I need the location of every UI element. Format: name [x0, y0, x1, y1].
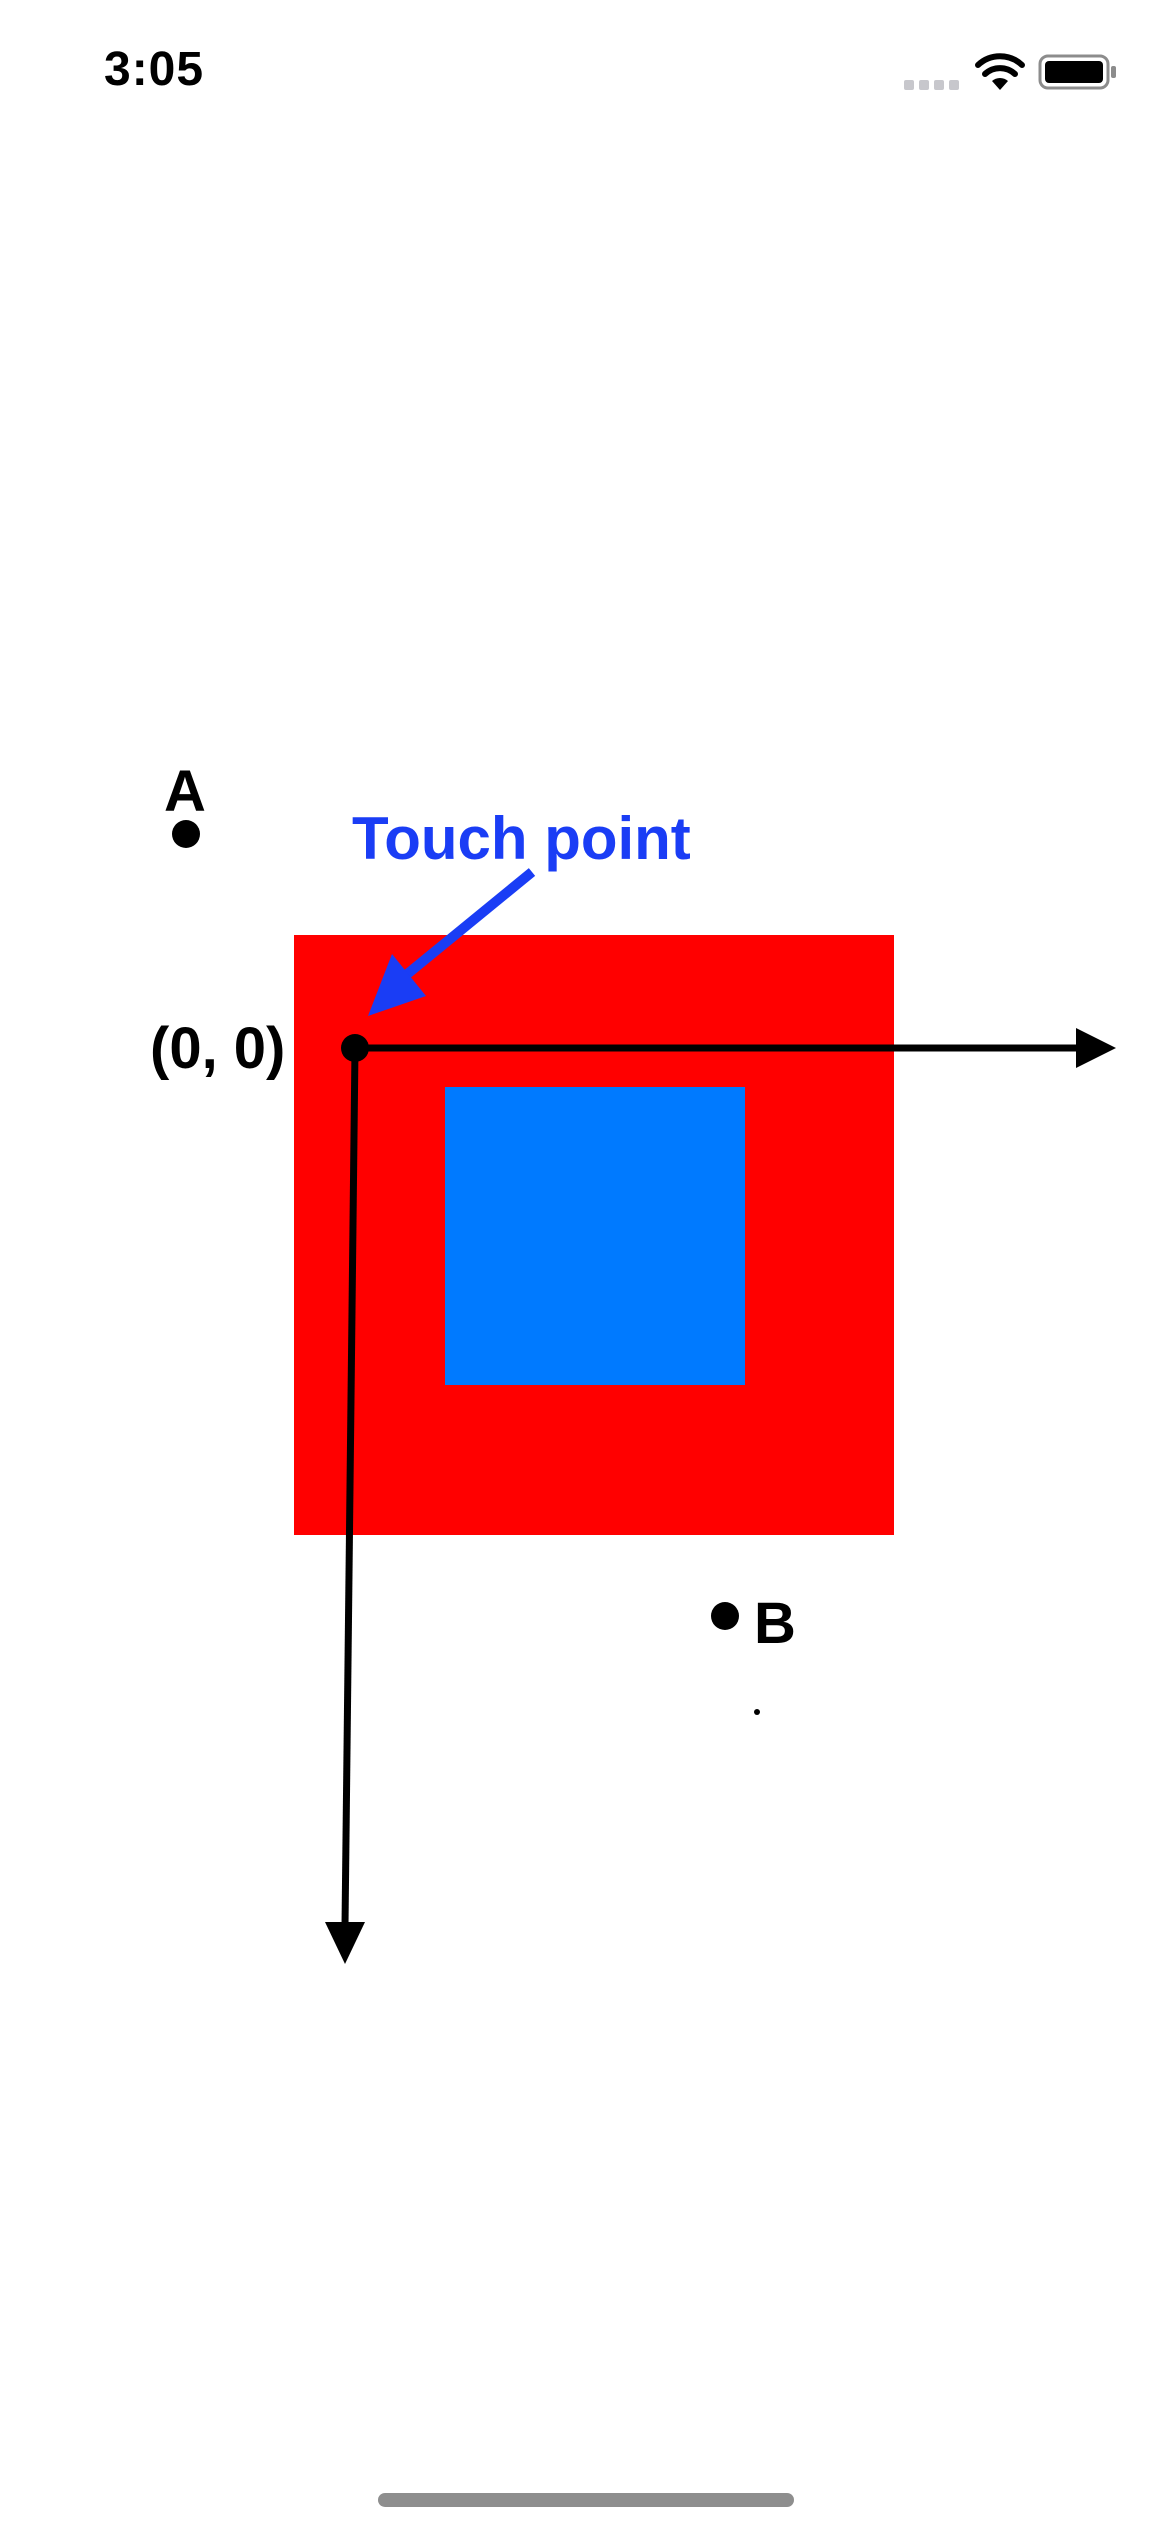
- touch-arrow-line: [396, 868, 536, 984]
- origin-dot: [341, 1034, 369, 1062]
- x-axis-arrowhead: [1076, 1028, 1116, 1068]
- battery-icon: [1038, 54, 1116, 90]
- point-a-label: A: [164, 759, 206, 824]
- point-a-dot: [172, 820, 200, 848]
- small-dot: [754, 1709, 760, 1715]
- y-axis-line: [341, 1047, 359, 1927]
- touch-arrowhead: [368, 954, 426, 1016]
- touch-point-label: Touch point: [352, 805, 691, 872]
- wifi-icon: [975, 53, 1025, 90]
- point-b-dot: [711, 1602, 739, 1630]
- origin-label: (0, 0): [150, 1016, 286, 1081]
- y-axis-arrowhead: [325, 1922, 365, 1964]
- home-indicator[interactable]: [378, 2493, 794, 2507]
- signal-icon: [904, 80, 959, 90]
- point-b-label: B: [754, 1591, 796, 1656]
- inner-square: [445, 1087, 745, 1385]
- status-time: 3:05: [104, 43, 205, 96]
